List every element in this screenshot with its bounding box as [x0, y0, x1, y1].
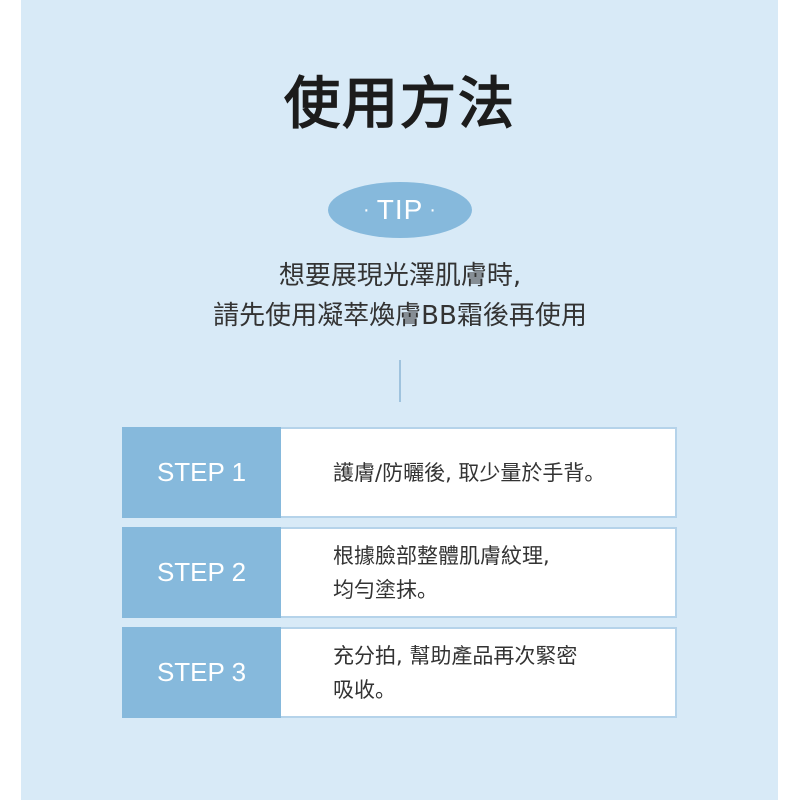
step-label: STEP 2	[122, 527, 281, 618]
page-title: 使用方法	[284, 72, 516, 137]
tip-badge: · TIP ·	[328, 182, 472, 238]
step-label: STEP 1	[122, 427, 281, 518]
tip-line-1: 想要展現光澤肌膚時,	[278, 261, 522, 291]
dot-icon: ·	[429, 198, 437, 221]
step-text-line: 吸收。	[333, 677, 396, 702]
step-description: 根據臉部整體肌膚紋理, 均勻塗抹。	[281, 527, 677, 618]
tip-description: 想要展現光澤肌膚時, 請先使用凝萃煥膚BB霜後再使用	[0, 256, 800, 336]
step-text-line: 充分拍, 幫助產品再次緊密	[333, 643, 578, 668]
step-row-2: STEP 2 根據臉部整體肌膚紋理, 均勻塗抹。	[122, 527, 677, 618]
tip-label: TIP	[376, 194, 424, 225]
step-text-line: 根據臉部整體肌膚紋理,	[333, 543, 550, 568]
divider-line	[399, 360, 401, 402]
step-row-3: STEP 3 充分拍, 幫助產品再次緊密 吸收。	[122, 627, 677, 718]
step-text-line: 護膚/防曬後, 取少量於手背。	[333, 460, 606, 485]
step-text-line: 均勻塗抹。	[333, 577, 438, 602]
dot-icon: ·	[363, 198, 371, 221]
step-label: STEP 3	[122, 627, 281, 718]
step-row-1: STEP 1 護膚/防曬後, 取少量於手背。	[122, 427, 677, 518]
step-description: 充分拍, 幫助產品再次緊密 吸收。	[281, 627, 677, 718]
step-description: 護膚/防曬後, 取少量於手背。	[281, 427, 677, 518]
tip-line-2: 請先使用凝萃煥膚BB霜後再使用	[213, 301, 587, 331]
